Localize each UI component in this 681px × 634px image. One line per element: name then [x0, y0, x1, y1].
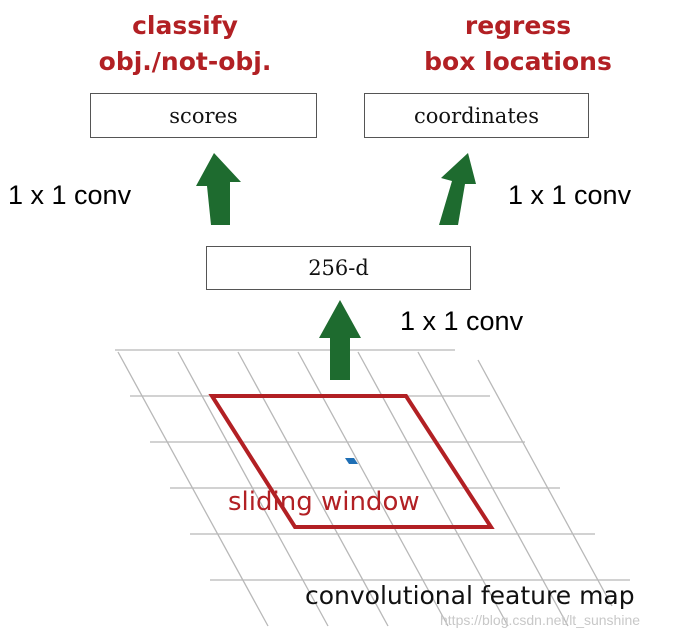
- coordinates-box: coordinates: [364, 93, 589, 138]
- grid-line: [177, 351, 329, 627]
- anchor-center-marker: [345, 458, 358, 464]
- classify-heading-line1: classify: [132, 11, 238, 40]
- grid-line: [117, 351, 269, 627]
- sliding-window-label: sliding window: [228, 487, 420, 517]
- grid-line: [417, 351, 569, 627]
- regress-heading-line1: regress: [464, 11, 572, 40]
- grid-line: [477, 359, 613, 607]
- regress-heading: regress box locations: [393, 8, 643, 80]
- watermark-text: https://blog.csdn.net/lt_sunshine: [440, 612, 641, 628]
- classify-heading: classify obj./not-obj.: [60, 8, 310, 80]
- arrow-up-middle-icon: [319, 300, 361, 380]
- conv-label-middle: 1 x 1 conv: [400, 306, 524, 336]
- hidden-256d-box: 256-d: [206, 246, 471, 290]
- conv-label-right: 1 x 1 conv: [508, 180, 632, 210]
- conv-label-left: 1 x 1 conv: [8, 180, 132, 210]
- sliding-window-outline: [208, 394, 495, 529]
- regress-heading-line2: box locations: [424, 47, 612, 76]
- arrow-up-right-icon: [439, 153, 476, 225]
- scores-box: scores: [90, 93, 317, 138]
- feature-map-label: convolutional feature map: [305, 581, 635, 610]
- arrow-up-left-icon: [196, 153, 241, 225]
- classify-heading-line2: obj./not-obj.: [98, 47, 272, 76]
